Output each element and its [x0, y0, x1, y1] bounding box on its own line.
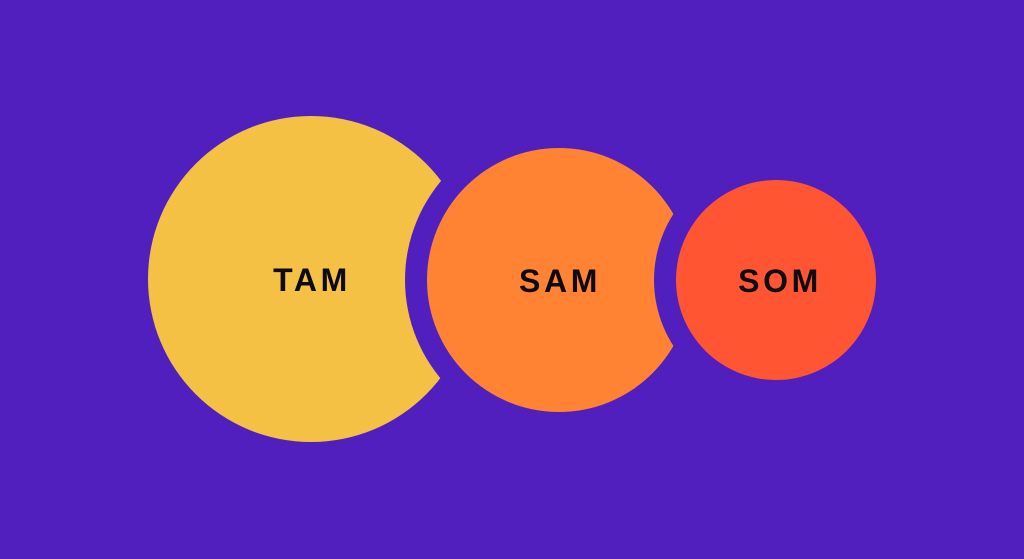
som-label: SOM [738, 263, 822, 299]
sam-circle [427, 148, 691, 412]
som-circle [676, 180, 876, 380]
tam-circle [148, 116, 474, 442]
sam-label: SAM [519, 263, 601, 299]
tam-label: TAM [273, 262, 351, 298]
